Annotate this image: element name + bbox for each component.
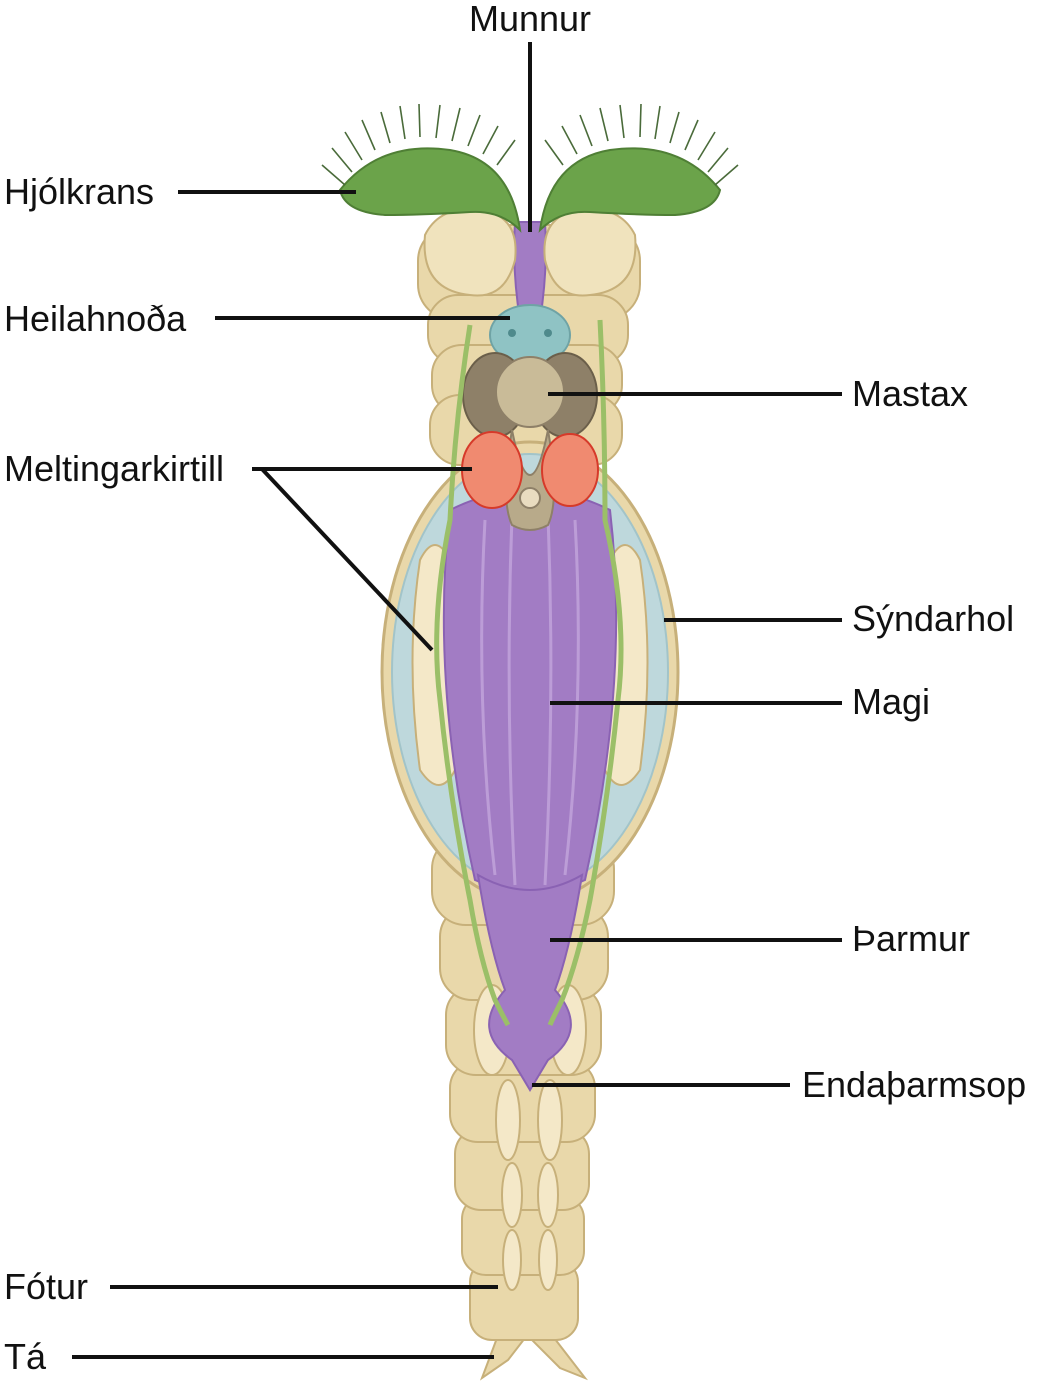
rotifer-illustration xyxy=(321,103,739,1381)
stomach-folds xyxy=(480,514,580,886)
label-hjolkrans: Hjólkrans xyxy=(4,171,154,212)
label-meltingarkirtill: Meltingarkirtill xyxy=(4,448,224,489)
labels: Munnur Hjólkrans Heilahnoða Mastax Melti… xyxy=(4,0,1026,1377)
label-fotur: Fótur xyxy=(4,1266,88,1307)
label-endatharmsop: Endaþarmsop xyxy=(802,1064,1026,1105)
head-lobe-left xyxy=(423,208,517,297)
gastric-gland-right xyxy=(541,433,599,507)
head-lobe-right xyxy=(543,208,637,297)
eyespot-left xyxy=(508,329,516,337)
label-ta: Tá xyxy=(4,1336,47,1377)
corona-right xyxy=(538,147,722,233)
leader-lines xyxy=(72,42,842,1359)
corona-left xyxy=(338,147,522,233)
label-tharmur: Þarmur xyxy=(852,918,970,959)
label-heilahnoda: Heilahnoða xyxy=(4,298,187,339)
eyespot-right xyxy=(544,329,552,337)
label-munnur: Munnur xyxy=(469,0,591,39)
label-syndarhol: Sýndarhol xyxy=(852,598,1014,639)
label-magi: Magi xyxy=(852,681,930,722)
leader-meltingarkirtill-2 xyxy=(260,467,434,652)
intestine xyxy=(476,873,584,1092)
nerve-right xyxy=(547,319,624,1026)
cilia xyxy=(321,103,739,186)
stomach xyxy=(442,489,618,894)
label-mastax: Mastax xyxy=(852,373,968,414)
